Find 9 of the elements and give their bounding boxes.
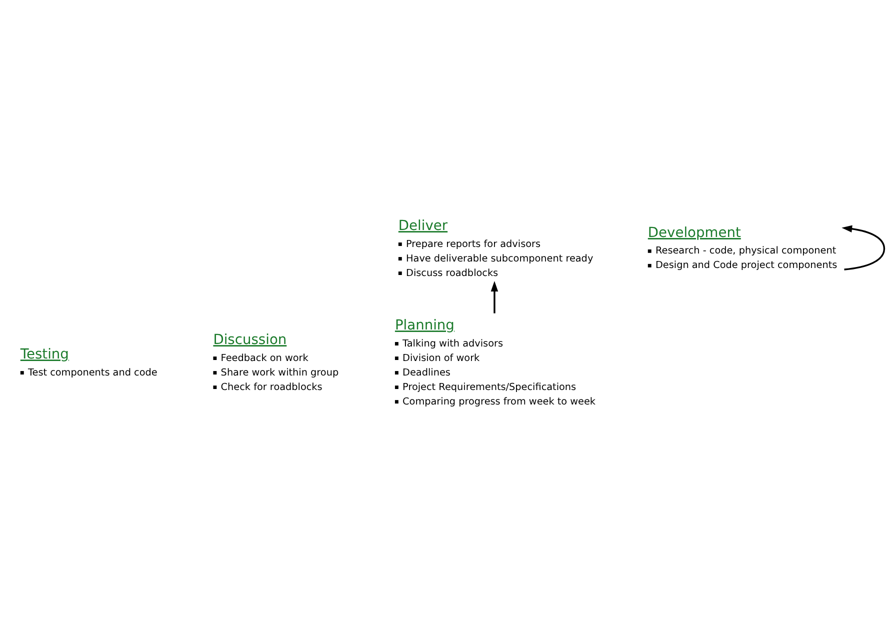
node-text: Discussion Feedback on work Share work within group Check for roadblocks <box>212 332 338 393</box>
node-text: Planning Talking with advisors Division of work Deadlines Project Requirements/Specifications Comparing progress from week to week <box>394 318 596 408</box>
node-label: Testing <box>20 346 68 363</box>
node-text: Deliver Prepare reports for advisors Have deliverable subcomponent ready Discuss roadblocks <box>398 218 593 279</box>
arrow <box>490 281 498 314</box>
arrow <box>841 225 885 270</box>
node-label: Test components and code <box>28 367 157 378</box>
node-text: Development Research - code, physical component Design and Code project components <box>647 224 837 272</box>
node-box <box>20 371 24 374</box>
